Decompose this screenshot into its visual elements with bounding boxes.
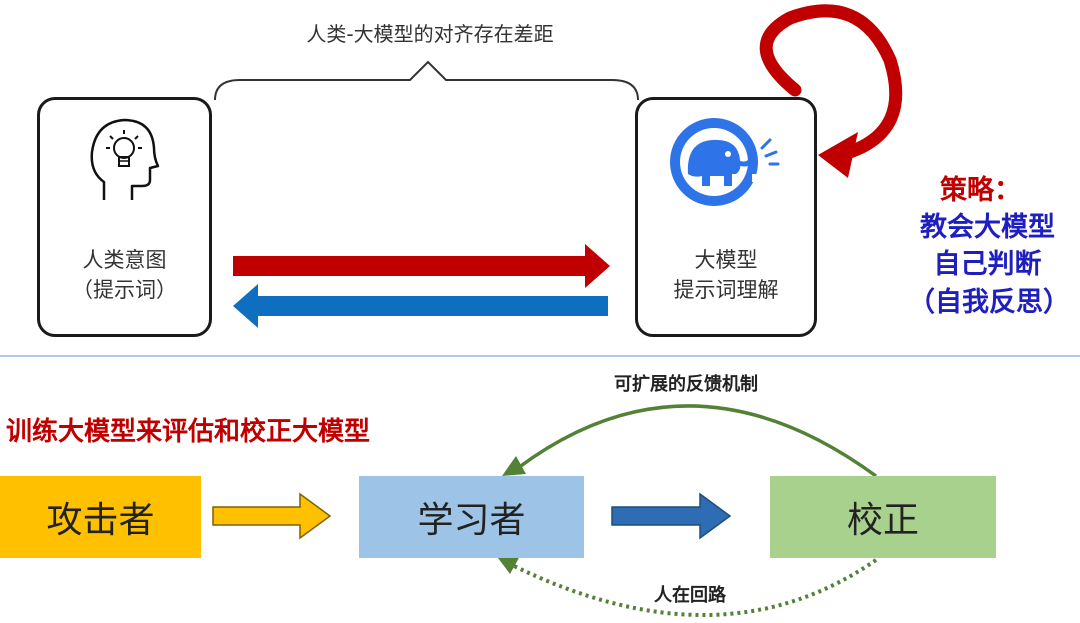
strategy-line2: 自己判断 — [933, 249, 1042, 280]
human-loop-label: 人在回路 — [654, 585, 726, 606]
gap-label: 人类-大模型的对齐存在差距 — [306, 22, 554, 46]
section-divider — [0, 355, 1080, 357]
head-lightbulb-icon — [82, 112, 162, 211]
corrector-label: 校正 — [846, 500, 919, 541]
model-to-intent-arrow — [233, 284, 608, 328]
self-reflection-loop-arrow — [759, 4, 903, 159]
learner-box: 学习者 — [359, 476, 584, 558]
human-intent-card: 人类意图 （提示词） — [37, 97, 212, 337]
elephant-logo-icon — [666, 112, 796, 216]
human-card-line1: 人类意图 — [82, 248, 167, 272]
model-card: 大模型 提示词理解 — [635, 97, 817, 337]
intent-to-model-arrow — [233, 244, 610, 288]
human-card-line2: （提示词） — [72, 278, 177, 302]
model-card-line2: 提示词理解 — [673, 278, 779, 302]
feedback-curve-arrow — [516, 404, 878, 478]
feedback-label: 可扩展的反馈机制 — [614, 374, 758, 395]
attacker-label: 攻击者 — [46, 500, 155, 541]
strategy-heading: 策略： — [940, 175, 1021, 206]
learner-label: 学习者 — [417, 500, 526, 541]
strategy-line3: （自我反思） — [908, 287, 1070, 318]
learner-to-corrector-arrow — [611, 492, 732, 540]
strategy-line1: 教会大模型 — [920, 212, 1055, 243]
corrector-box: 校正 — [770, 476, 996, 558]
attacker-to-learner-arrow — [212, 492, 332, 540]
bottom-title: 训练大模型来评估和校正大模型 — [6, 417, 371, 447]
human-loop-dotted-arrow — [509, 558, 878, 617]
attacker-box: 攻击者 — [0, 476, 201, 558]
model-card-line1: 大模型 — [694, 248, 758, 272]
